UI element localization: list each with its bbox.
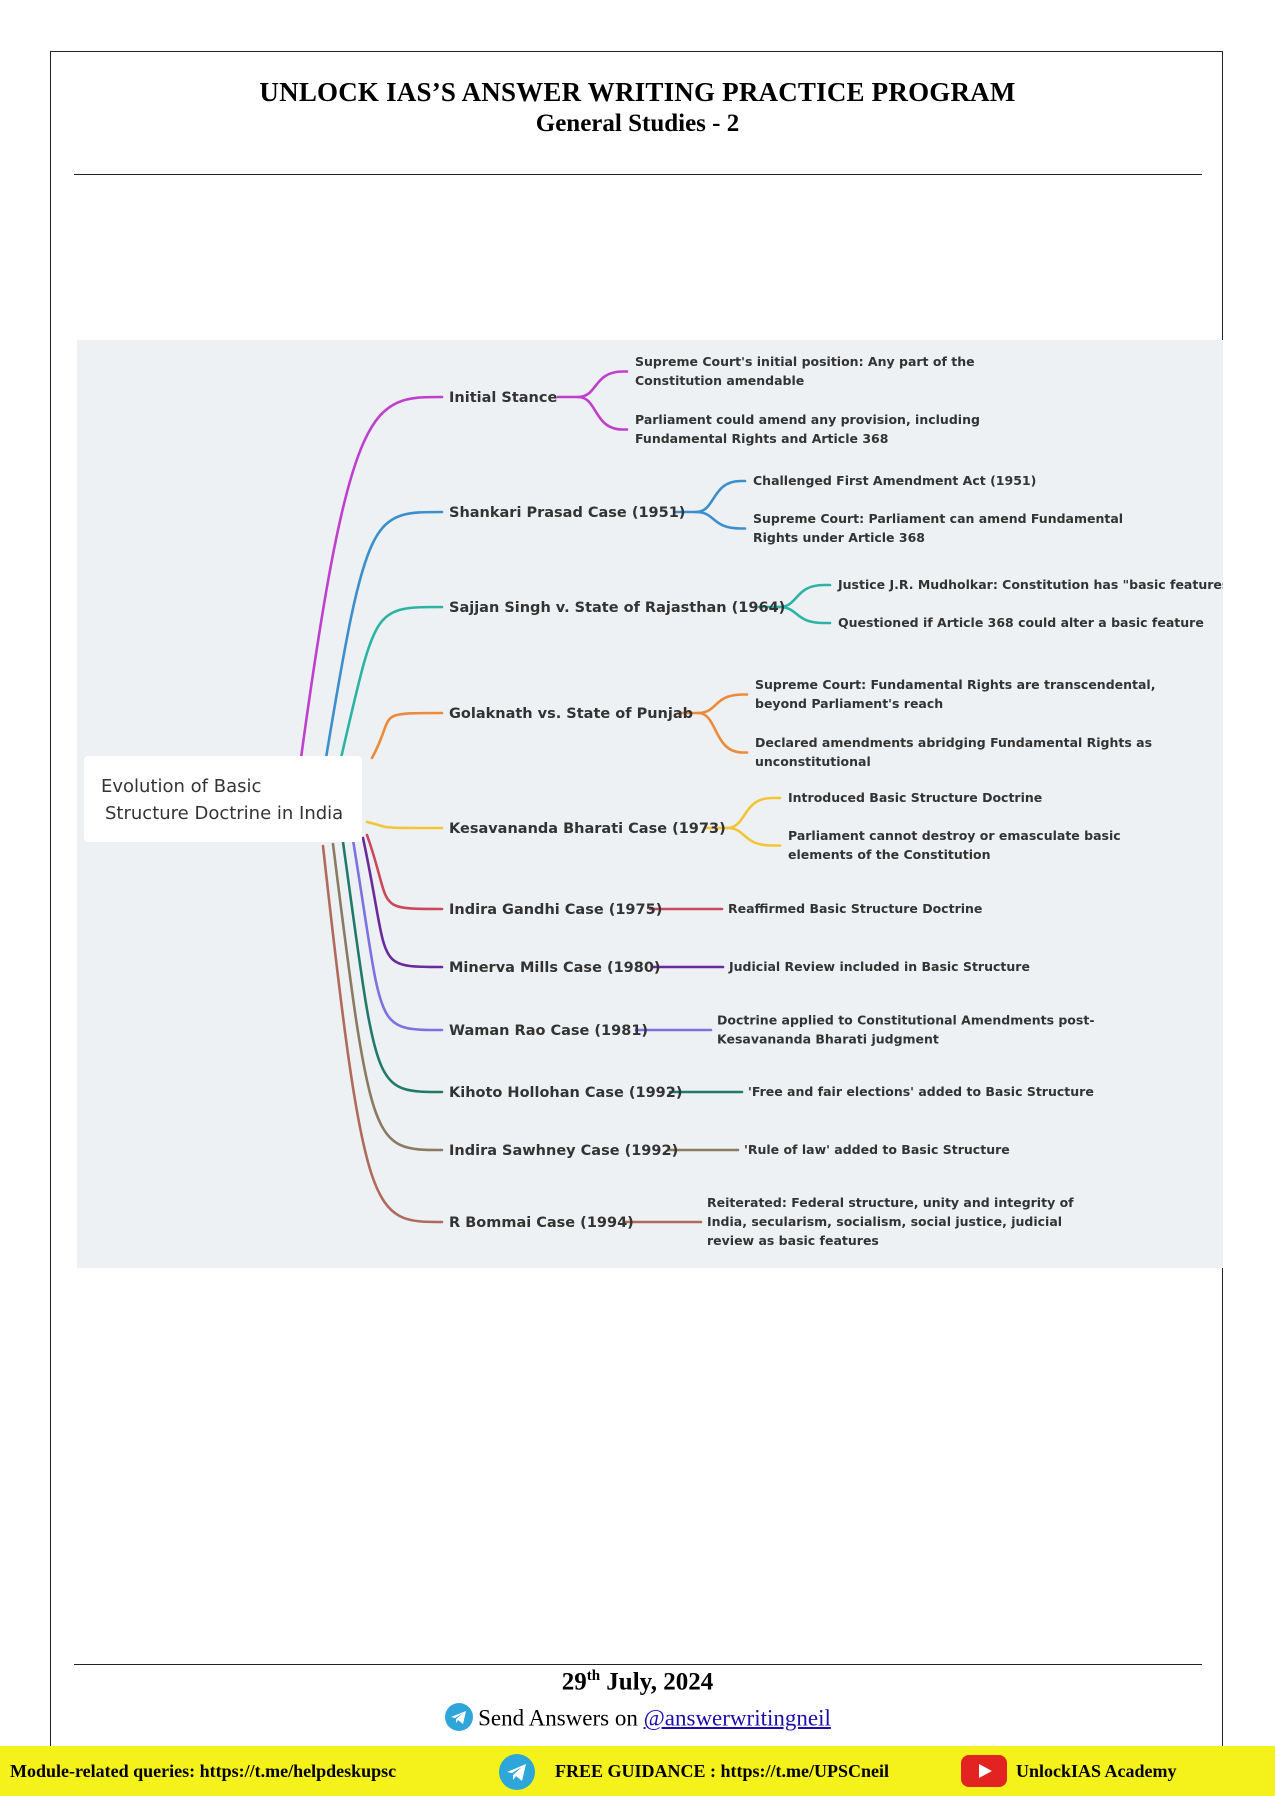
detail-connector [694,510,747,530]
branch-connector [339,605,444,760]
detail-connector [694,479,747,514]
detail-text: Kesavananda Bharati judgment [717,1032,939,1047]
header-divider [74,174,1202,175]
branch-label: Waman Rao Case (1981) [449,1023,648,1039]
detail-text: India, secularism, socialism, social jus… [707,1214,1062,1229]
detail-connector [777,605,832,625]
date-suffix: th [586,1668,601,1684]
detail-text: 'Free and fair elections' added to Basic… [748,1084,1094,1099]
detail-text: Reiterated: Federal structure, unity and… [707,1195,1074,1210]
detail-text: Constitution amendable [635,373,804,388]
send-answers-link[interactable]: @answerwritingneil [643,1705,831,1731]
detail-text: beyond Parliament's reach [755,696,943,711]
branch-connector [341,840,444,1094]
detail-text: Challenged First Amendment Act (1951) [753,473,1036,488]
branch-label: R Bommai Case (1994) [449,1215,634,1231]
date-day: 29 [561,1668,587,1696]
detail-connector [725,796,782,830]
branch-label: Indira Gandhi Case (1975) [449,902,662,918]
date-line: 29th July, 2024 [0,1668,1275,1696]
detail-text: 'Rule of law' added to Basic Structure [744,1142,1010,1157]
date-rest: July, 2024 [600,1668,714,1696]
detail-connector [696,711,749,754]
branch-connector [361,836,444,969]
detail-text: Supreme Court's initial position: Any pa… [635,354,975,369]
branch-label: Kihoto Hollohan Case (1992) [449,1085,682,1101]
detail-text: Questioned if Article 368 could alter a … [838,615,1204,630]
branch-label: Golaknath vs. State of Punjab [449,706,693,722]
youtube-channel-link[interactable]: UnlockIAS Academy [1016,1761,1177,1781]
telegram-icon [498,1753,536,1790]
branch-connector [351,838,444,1032]
central-node [84,756,362,842]
send-prefix: Send Answers on [478,1705,644,1731]
program-subtitle: General Studies - 2 [535,110,740,137]
branch-label: Minerva Mills Case (1980) [449,960,661,976]
detail-text: Reaffirmed Basic Structure Doctrine [728,901,982,916]
detail-connector [725,826,782,847]
branch-connector [299,395,444,760]
footer-bar: Module-related queries: https://t.me/hel… [0,1746,1275,1796]
detail-text: Rights under Article 368 [753,530,925,545]
branch-connector [365,820,444,830]
central-node-label: Evolution of Basic [101,776,261,797]
detail-text: unconstitutional [755,754,871,769]
queries-link[interactable]: Module-related queries: https://t.me/hel… [10,1761,397,1781]
send-answers-line: Send Answers on @answerwritingneil [0,1702,1275,1738]
branch-connector [331,842,444,1152]
detail-text: Parliament could amend any provision, in… [635,412,980,427]
branch-label: Kesavananda Bharati Case (1973) [449,821,726,837]
detail-connector [696,693,749,715]
detail-text: Fundamental Rights and Article 368 [635,431,888,446]
program-title: UNLOCK IAS’S ANSWER WRITING PRACTICE PRO… [259,77,1016,107]
youtube-icon [961,1755,1007,1789]
branch-label: Initial Stance [449,390,557,406]
central-node-label: Structure Doctrine in India [105,803,343,824]
guidance-link[interactable]: FREE GUIDANCE : https://t.me/UPSCneil [555,1761,890,1781]
branch-connector [324,510,444,760]
detail-text: Supreme Court: Fundamental Rights are tr… [755,677,1155,692]
branch-label: Indira Sawhney Case (1992) [449,1143,678,1159]
branch-connector [321,844,444,1224]
telegram-icon [444,1702,474,1738]
detail-text: Justice J.R. Mudholkar: Constitution has… [837,577,1223,592]
detail-text: Supreme Court: Parliament can amend Fund… [753,511,1123,526]
detail-text: elements of the Constitution [788,847,990,862]
detail-connector [576,370,629,399]
detail-text: Judicial Review included in Basic Struct… [728,959,1030,974]
branch-label: Shankari Prasad Case (1951) [449,505,685,521]
detail-connector [576,395,629,431]
detail-text: Doctrine applied to Constitutional Amend… [717,1013,1095,1028]
detail-text: Introduced Basic Structure Doctrine [788,790,1042,805]
detail-text: Parliament cannot destroy or emasculate … [788,828,1121,843]
branch-connector [370,711,444,760]
detail-text: review as basic features [707,1233,879,1248]
detail-text: Declared amendments abridging Fundamenta… [755,735,1152,750]
branch-label: Sajjan Singh v. State of Rajasthan (1964… [449,600,785,616]
footer-divider [74,1664,1202,1665]
branch-connector [365,833,444,911]
